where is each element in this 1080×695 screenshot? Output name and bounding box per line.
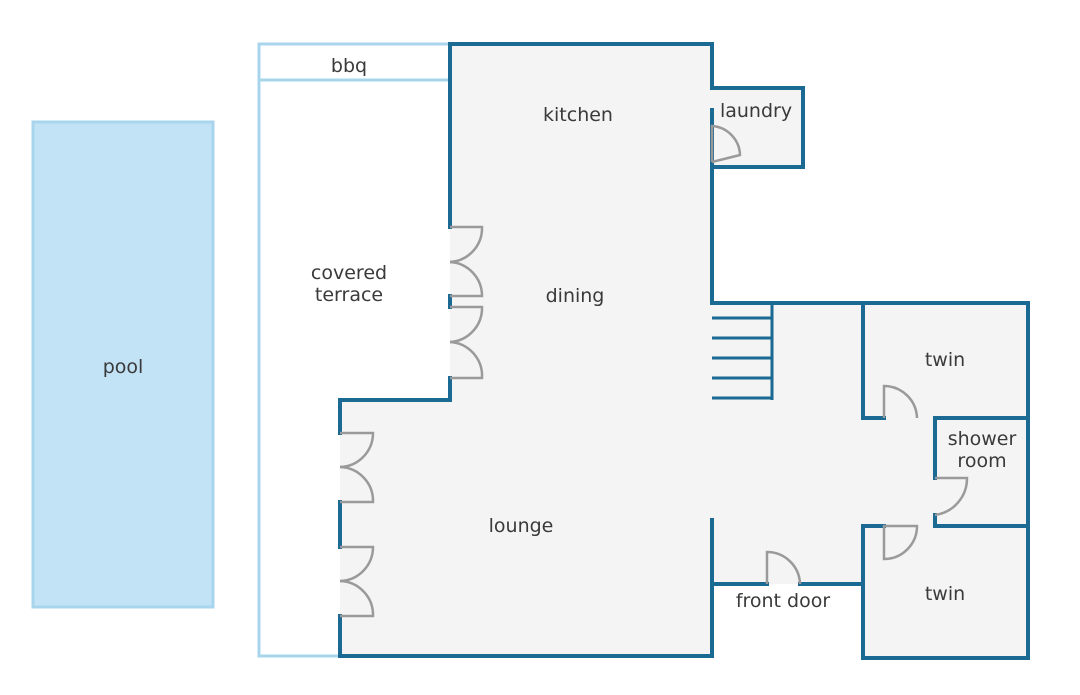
door-swing-icon bbox=[339, 124, 969, 618]
label-shower-room-1: shower bbox=[948, 428, 1017, 450]
label-lounge: lounge bbox=[489, 515, 554, 537]
label-twin-lower: twin bbox=[925, 583, 965, 605]
covered-terrace-area bbox=[257, 42, 450, 658]
label-twin-upper: twin bbox=[925, 349, 965, 371]
label-pool: pool bbox=[103, 356, 144, 378]
walls bbox=[338, 42, 1030, 660]
label-laundry: laundry bbox=[720, 100, 792, 122]
label-covered-terrace-2: terrace bbox=[315, 284, 383, 306]
pool-area bbox=[31, 120, 215, 609]
interior-floor bbox=[340, 44, 1028, 658]
label-bbq: bbq bbox=[331, 55, 367, 77]
label-kitchen: kitchen bbox=[543, 104, 613, 126]
label-front-door: front door bbox=[736, 590, 831, 612]
label-dining: dining bbox=[546, 285, 605, 307]
label-shower-room-2: room bbox=[957, 450, 1006, 472]
stairs-icon bbox=[712, 303, 774, 400]
label-covered-terrace-1: covered bbox=[311, 262, 387, 284]
